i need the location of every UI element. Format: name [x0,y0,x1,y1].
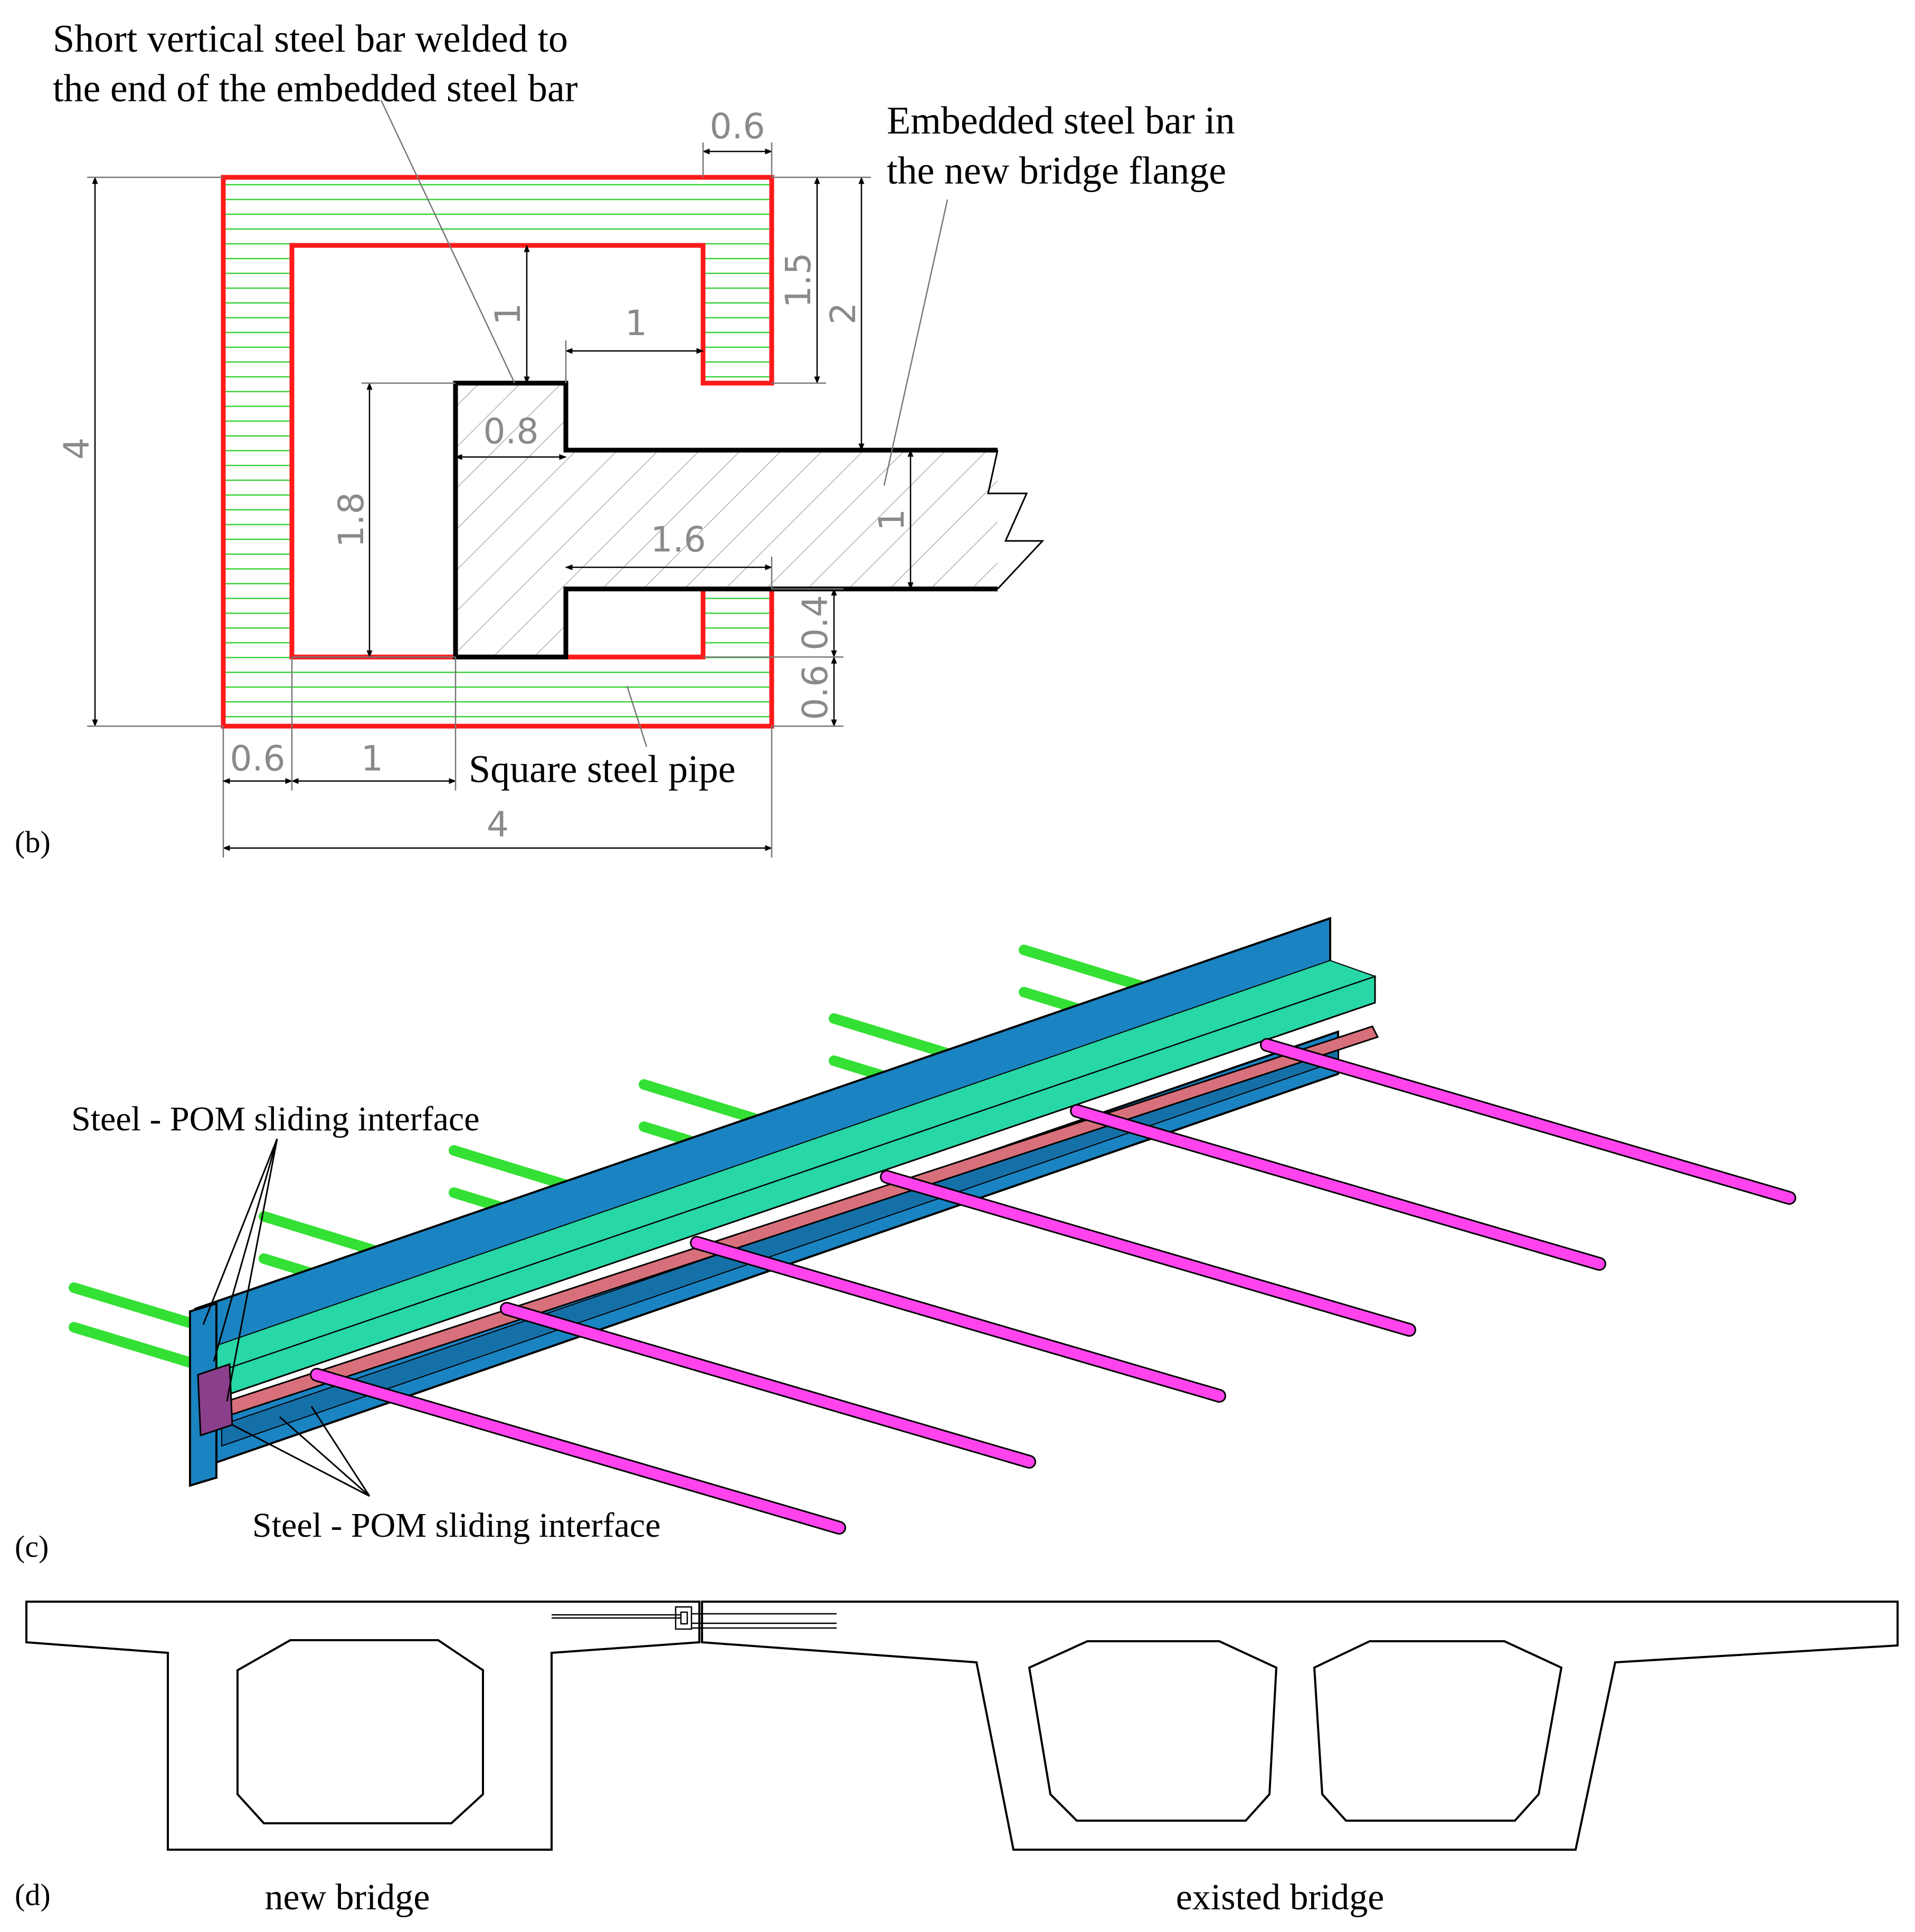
panel-c-label: (c) [15,1529,49,1564]
new-bar [501,1303,1035,1467]
new-bar [311,1369,845,1533]
callout-square-pipe: Square steel pipe [469,748,736,791]
label-existed-bridge: existed bridge [1176,1877,1385,1918]
callout-interface-top: Steel - POM sliding interface [71,1100,480,1138]
callout-interface-bottom: Steel - POM sliding interface [252,1506,661,1545]
pipe-top-band [200,959,1377,1373]
dim-bar-thickness: 1 [871,509,912,531]
new-bar [1072,1106,1605,1269]
dim-flange-depth: 2 [823,302,864,325]
joint-detail [552,1602,837,1642]
dim-bottom-wall: 0.6 [795,665,836,720]
leaders-c [202,1138,371,1497]
dim-bottom-gap: 0.4 [795,595,836,651]
pom-strip [210,1025,1379,1421]
new-bar [691,1238,1225,1401]
leader-embedded-bar [883,199,949,486]
existed-bridge-section [701,1601,1899,1851]
dim-head-width: 0.8 [484,411,539,452]
label-new-bridge: new bridge [265,1877,430,1918]
dim-lip-height: 1.5 [778,253,819,308]
panel-d-label: (d) [15,1878,51,1912]
existed-bridge-cell-left [1028,1640,1278,1822]
callout-embedded-bar-line1: Embedded steel bar in [887,99,1235,142]
dim-head-height: 1.8 [331,492,372,548]
bar-break-line [987,450,1045,590]
pipe-top-face [215,975,1376,1400]
panel-d [25,1601,1899,1851]
dim-bar-length: 1.6 [651,519,706,560]
dim-overall-height: 4 [56,437,97,460]
panel-c: Steel - POM sliding interface Steel - PO… [15,917,1796,1564]
callout-short-bar-line1: Short vertical steel bar welded to [53,17,568,61]
panel-b: 4 4 0.6 1.5 2 1 1 0.8 1.8 1 1.6 0.4 0.6 … [15,17,1235,859]
new-bridge-section [25,1601,700,1851]
dim-overall-width: 4 [487,804,509,845]
existed-bridge-cell-right [1313,1640,1563,1822]
dim-top-lip: 0.6 [710,106,765,147]
new-bridge-bars [310,1038,1796,1535]
leader-short-bar [380,100,516,384]
new-bar [881,1172,1415,1335]
embedded-steel-bar [453,380,998,660]
new-bridge-cell [236,1639,484,1824]
dim-left-wall: 0.6 [230,738,286,779]
new-bar [1262,1040,1795,1203]
dim-left-clearance: 1 [361,738,383,779]
dim-inner-gap-h: 1 [625,303,647,344]
leader-square-pipe [626,686,648,747]
panel-b-label: (b) [15,825,51,859]
callout-embedded-bar-line2: the new bridge flange [887,149,1226,193]
dim-inner-gap-v: 1 [488,303,528,325]
callout-short-bar-line2: the end of the embedded steel bar [53,67,577,110]
